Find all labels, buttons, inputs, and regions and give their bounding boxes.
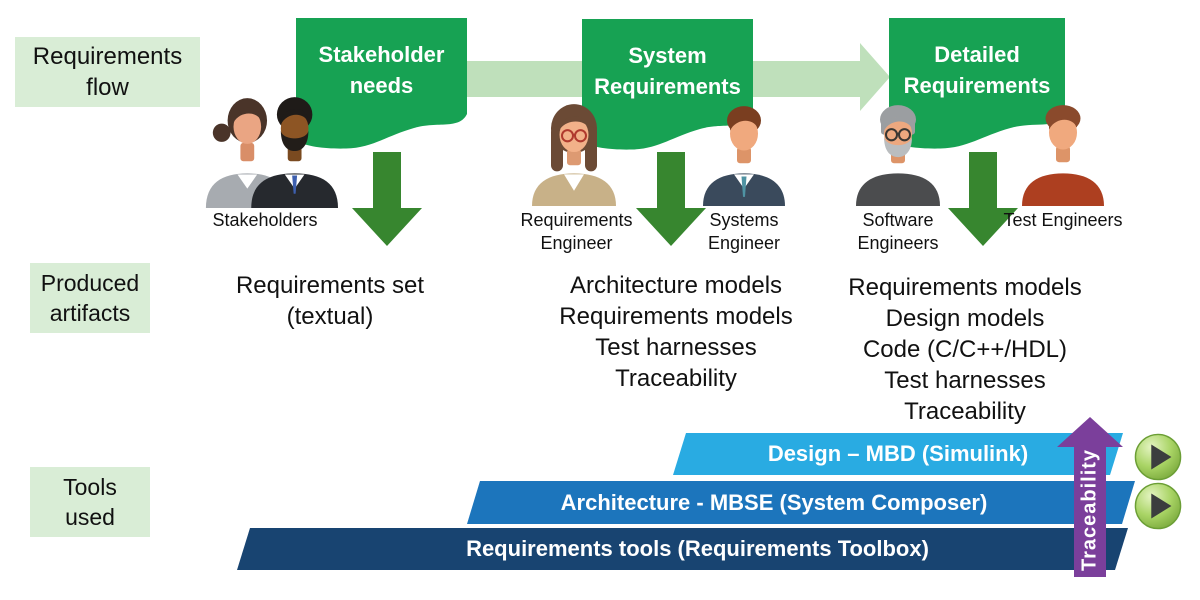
test-engineers-caption: Test Engineers [1003,210,1123,230]
down-arrow-icon [352,152,422,246]
artifact-line: Requirements models [848,274,1082,301]
tool-bar-architecture-label: Architecture - MBSE (System Composer) [560,489,988,515]
software-engineers-illustration [856,105,940,206]
requirements-flow-text: Requirements flow [32,43,183,101]
artifact-column-detailed: Requirements models Design models Code (… [840,272,1090,427]
down-arrow-icon [636,152,706,246]
test-engineers-illustration [1022,105,1104,206]
play-button-design[interactable] [1134,433,1182,481]
artifact-line: Requirements models [559,303,793,330]
tool-bar-architecture-mbse: Architecture - MBSE (System Composer) [467,481,1135,524]
flow-arrow-icon [750,43,890,111]
artifact-line: Design models [885,305,1045,332]
artifact-line: Traceability [615,365,737,392]
flow-arrow-shaft-1 [440,61,590,97]
artifact-line: Test harnesses [884,367,1046,394]
stakeholders-caption: Stakeholders [212,210,318,230]
traceability-arrow-label: Traceability [1078,448,1101,572]
stage-title: System Requirements [594,43,741,99]
tool-bar-requirements-tools: Requirements tools (Requirements Toolbox… [237,528,1128,570]
requirements-engineer-illustration [532,104,616,206]
systems-engineer-caption: Systems Engineer [707,210,781,253]
artifact-line: Requirements set [235,272,425,299]
traceability-arrow-icon [1057,417,1123,577]
play-icon [1151,493,1172,519]
glasses-icon [561,129,574,143]
artifact-line: Architecture models [569,272,783,299]
artifact-line: Code (C/C++/HDL) [862,336,1068,363]
play-icon [1151,444,1172,470]
produced-artifacts-label: Produced artifacts [30,263,150,333]
artifact-line: Test harnesses [595,334,757,361]
tool-bar-design-label: Design – MBD (Simulink) [767,441,1029,466]
stakeholders-illustration [205,97,338,208]
play-button-architecture[interactable] [1134,482,1182,530]
tools-used-label: Tools used [30,467,150,537]
software-engineers-caption: Software Engineers [857,210,939,253]
artifact-column-stakeholder: Requirements set (textual) [205,270,455,332]
requirements-flow-label: Requirements flow [15,37,200,107]
stage-title: Detailed Requirements [903,42,1051,98]
down-arrow-icon [948,152,1018,246]
tool-bar-requirements-label: Requirements tools (Requirements Toolbox… [466,536,929,561]
produced-artifacts-text: Produced artifacts [40,270,140,326]
tool-bar-design-mbd: Design – MBD (Simulink) [673,433,1123,475]
artifact-line: (textual) [286,303,374,330]
artifact-line: Traceability [904,398,1026,425]
artifact-column-system: Architecture models Requirements models … [551,270,801,394]
tools-used-text: Tools used [63,474,117,530]
requirements-engineer-caption: Requirements Engineer [520,210,633,253]
systems-engineer-illustration [703,106,785,206]
